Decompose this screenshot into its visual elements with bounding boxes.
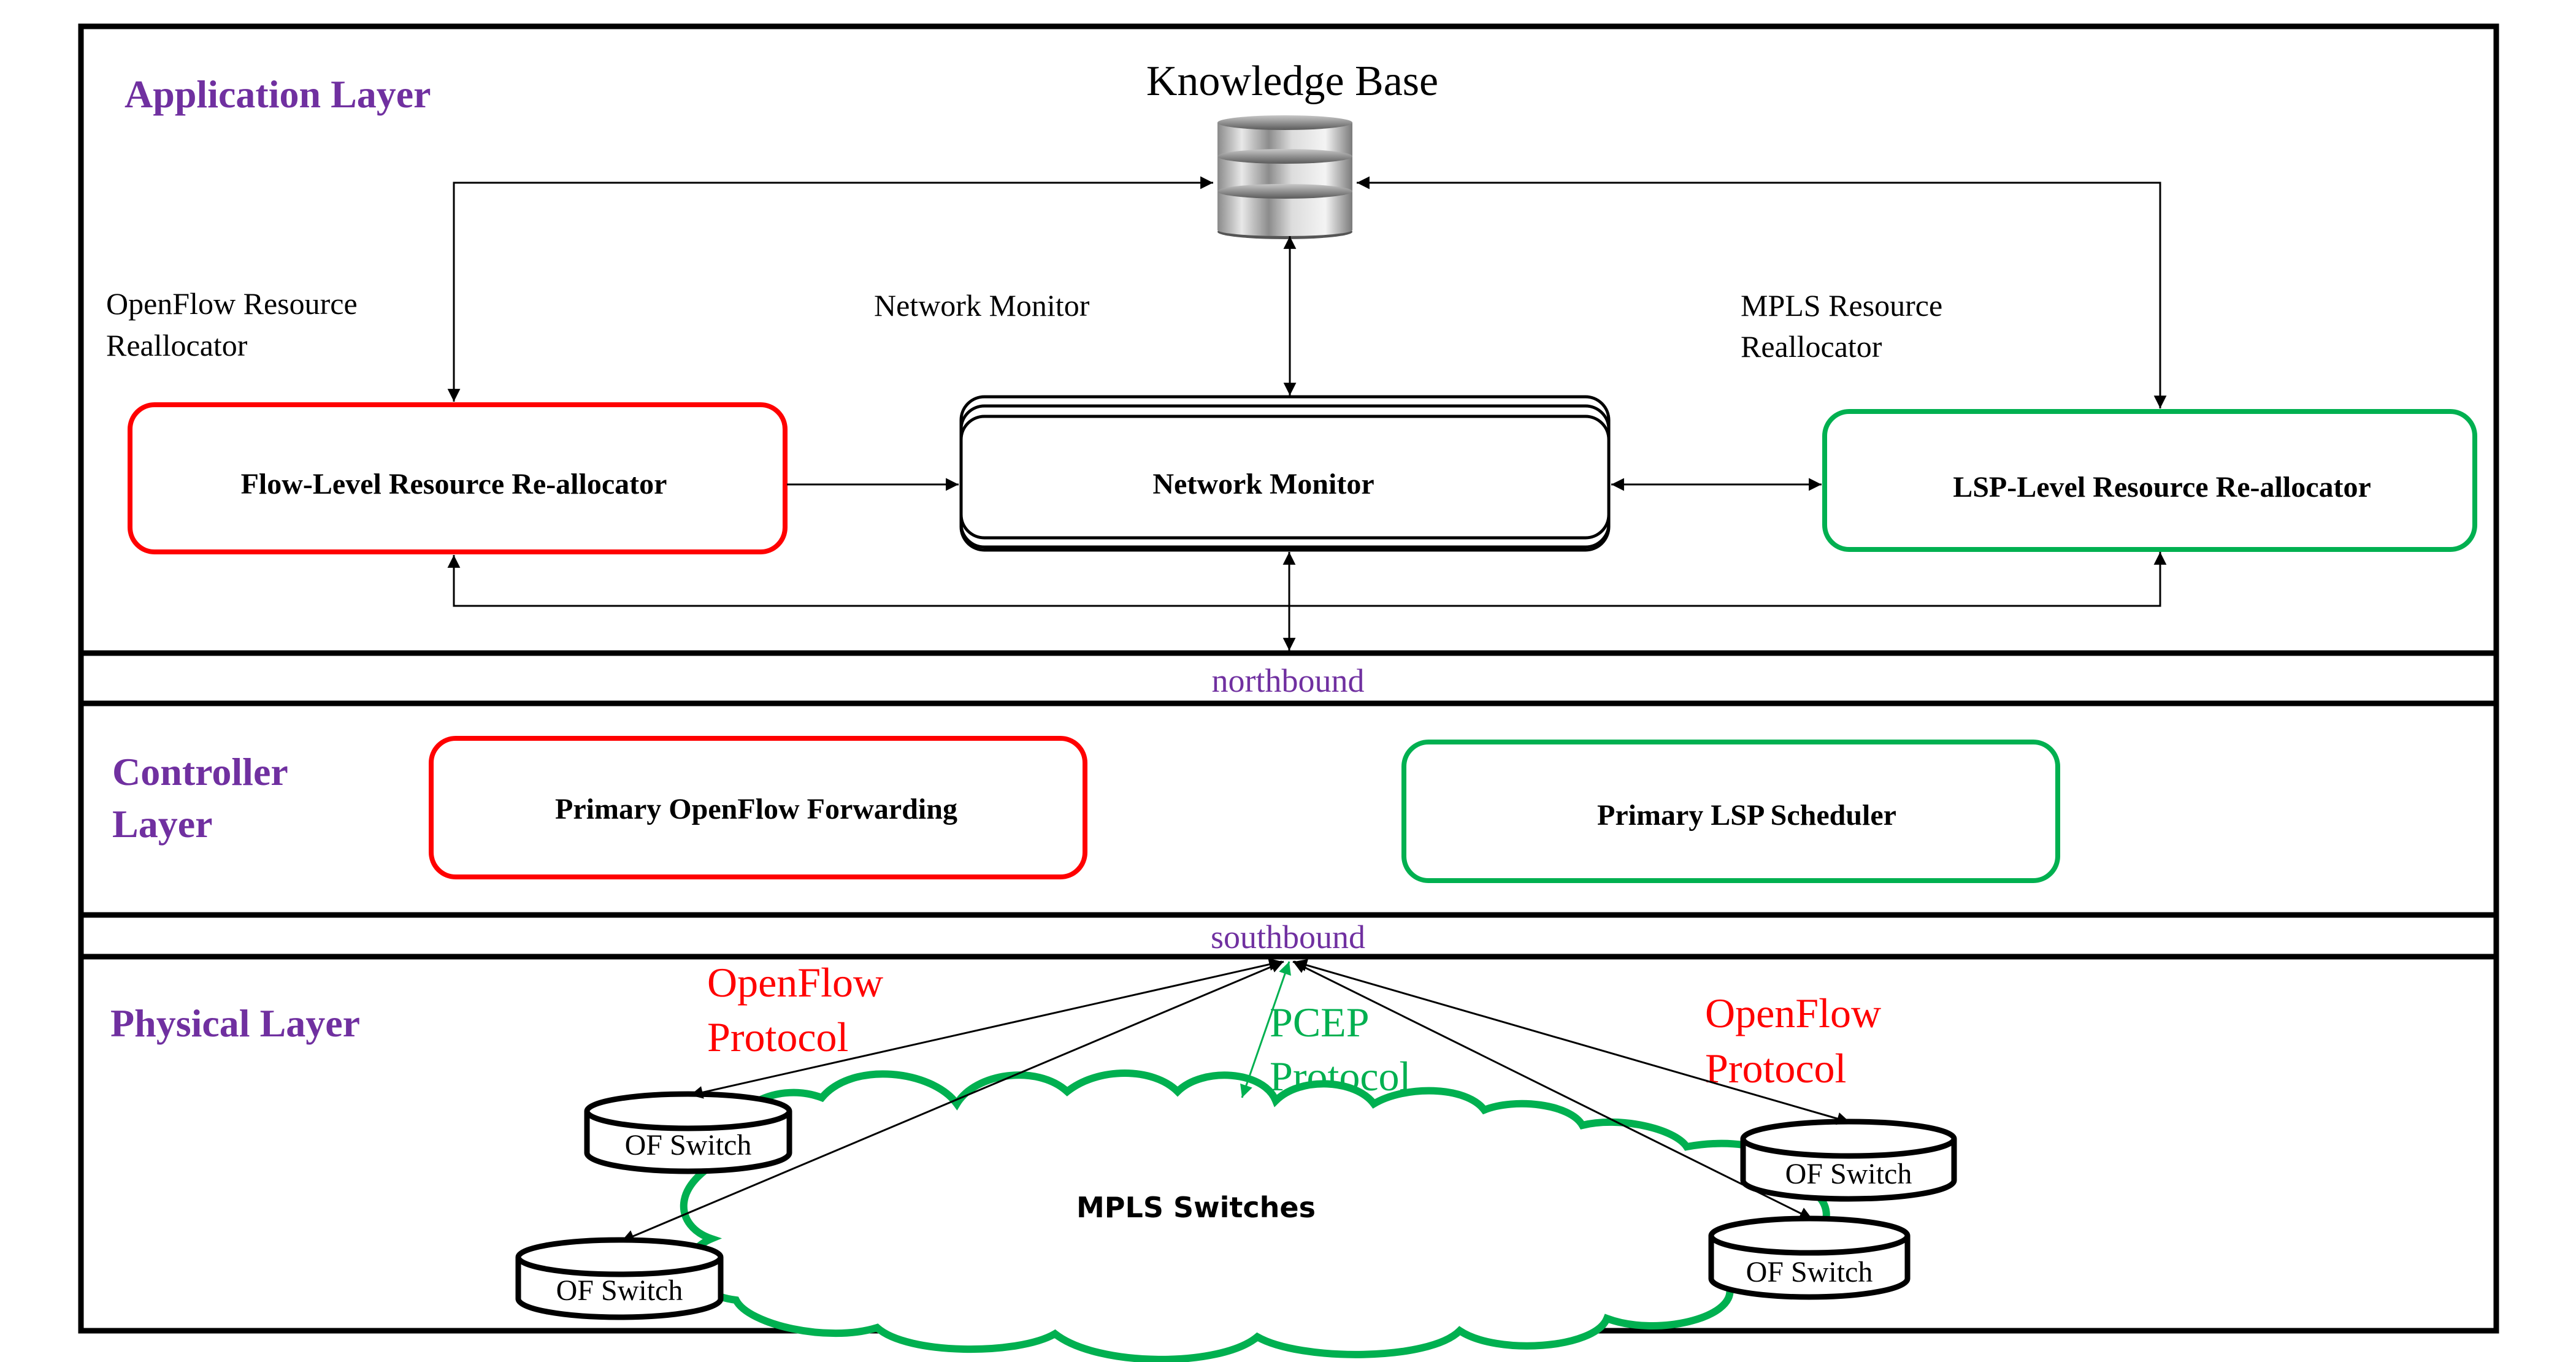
application-connectors: [447, 176, 2167, 651]
primary-openflow-forwarding-box[interactable]: Primary OpenFlow Forwarding: [429, 736, 1087, 879]
application-layer-title: Application Layer: [125, 72, 431, 116]
of-switch-top-left[interactable]: OF Switch: [584, 1091, 792, 1174]
lsp-level-reallocator-label: LSP-Level Resource Re-allocator: [1953, 471, 2371, 503]
northbound-label: northbound: [1212, 662, 1365, 699]
primary-lsp-scheduler-box[interactable]: Primary LSP Scheduler: [1401, 740, 2060, 883]
lsp-level-reallocator-box[interactable]: LSP-Level Resource Re-allocator: [1822, 409, 2477, 552]
network-monitor-label: Network Monitor: [1152, 468, 1374, 500]
of-switch-label: OF Switch: [625, 1129, 752, 1161]
of-switch-label: OF Switch: [1785, 1158, 1912, 1190]
annotation-line: MPLS Resource: [1741, 288, 1942, 323]
of-switch-top-right[interactable]: OF Switch: [1740, 1119, 1957, 1202]
controller-layer-title: Controller Layer: [112, 750, 297, 846]
openflow-reallocator-annotation: OpenFlow Resource Reallocator: [106, 286, 365, 362]
southbound-to-switch-bottom-right: [1292, 960, 1813, 1220]
of-switch-bottom-left[interactable]: OF Switch: [515, 1237, 724, 1320]
mpls-reallocator-annotation: MPLS Resource Reallocator: [1741, 288, 1950, 364]
of-switch-label: OF Switch: [1746, 1256, 1873, 1288]
annotation-line: Reallocator: [1741, 329, 1882, 364]
kb-flow-level-arrow: [447, 176, 1213, 402]
protocol-line: Protocol: [1705, 1045, 1846, 1092]
layer-frames: [78, 23, 2499, 1334]
title-line: Layer: [112, 802, 213, 846]
pcep-link: [1240, 961, 1291, 1098]
database-icon: [1051, 115, 1352, 239]
network-monitor-box[interactable]: Network Monitor: [959, 395, 1611, 552]
physical-layer-title: Physical Layer: [110, 1001, 360, 1045]
openflow-protocol-left: OpenFlow Protocol: [707, 959, 894, 1060]
title-line: Controller: [112, 750, 288, 794]
southbound-label: southbound: [1211, 919, 1365, 955]
annotation-line: OpenFlow Resource: [106, 286, 358, 321]
mpls-switches-label: MPLS Switches: [1076, 1191, 1316, 1224]
of-switch-bottom-right[interactable]: OF Switch: [1708, 1215, 1911, 1300]
kb-lsp-level-arrow: [1357, 176, 2167, 408]
flow-level-reallocator-box[interactable]: Flow-Level Resource Re-allocator: [128, 402, 788, 554]
network-monitor-annotation: Network Monitor: [874, 288, 1090, 323]
primary-lsp-scheduler-label: Primary LSP Scheduler: [1597, 799, 1896, 832]
southbound-to-switch-bottom-left: [621, 960, 1284, 1242]
openflow-protocol-right: OpenFlow Protocol: [1705, 990, 1892, 1092]
protocol-line: OpenFlow: [1705, 990, 1881, 1036]
protocol-line: OpenFlow: [707, 959, 883, 1006]
primary-openflow-forwarding-label: Primary OpenFlow Forwarding: [555, 793, 957, 825]
knowledge-base-label: Knowledge Base: [1146, 58, 1438, 105]
protocol-line: Protocol: [707, 1014, 848, 1060]
flow-level-reallocator-label: Flow-Level Resource Re-allocator: [241, 468, 667, 500]
protocol-line: PCEP: [1270, 999, 1368, 1046]
southbound-connectors: [621, 958, 1850, 1242]
database-disk: [1051, 129, 1223, 181]
of-switch-label: OF Switch: [556, 1274, 683, 1307]
mpls-cloud: MPLS Switches: [680, 1069, 1830, 1362]
feedback-bus: [447, 552, 2167, 607]
annotation-line: Reallocator: [106, 328, 248, 362]
